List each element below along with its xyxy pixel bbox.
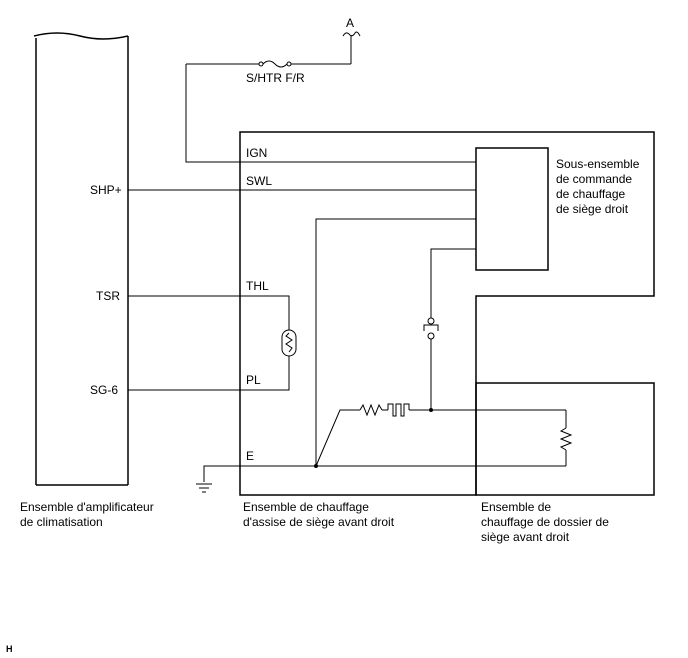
wire-pl: [128, 356, 290, 391]
wire-ign: [185, 64, 476, 163]
wire-controller-ground: [315, 218, 476, 466]
thermostat-switch: [423, 317, 439, 340]
terminal-tsr: TSR: [96, 289, 120, 303]
terminal-pl: PL: [246, 373, 261, 387]
terminal-swl: SWL: [246, 174, 272, 188]
amplifier-caption: Ensemble d'amplificateur de climatisatio…: [20, 500, 154, 530]
corner-code: H: [6, 644, 13, 654]
amplifier-unit: [33, 32, 129, 486]
caption-line: d'assise de siège avant droit: [243, 515, 395, 529]
caption-line: Ensemble d'amplificateur: [20, 500, 154, 514]
seat-cushion-assembly: [239, 131, 655, 496]
terminal-thl: THL: [246, 279, 269, 293]
back-caption: Ensemble de chauffage de dossier de sièg…: [481, 500, 609, 545]
terminal-e: E: [246, 449, 254, 463]
controller-name-line: de siège droit: [556, 202, 629, 216]
wire-e: [203, 465, 566, 482]
wire-controller-switch: [430, 248, 476, 318]
controller-name-line: de commande: [556, 172, 633, 186]
terminal-ign: IGN: [246, 146, 267, 160]
controller-name-line: Sous-ensemble: [556, 157, 640, 171]
connector-a-label: A: [346, 16, 354, 30]
seat-back-assembly: [475, 382, 655, 496]
ground-icon: [196, 483, 212, 493]
terminal-sg6: SG-6: [90, 383, 118, 397]
fuse-label: S/HTR F/R: [246, 71, 305, 85]
caption-line: Ensemble de chauffage: [243, 500, 369, 514]
cushion-heater-element: [315, 403, 566, 467]
cushion-caption: Ensemble de chauffage d'assise de siège …: [243, 500, 394, 530]
fuse-s-htr: [186, 60, 351, 68]
caption-line: de climatisation: [20, 515, 103, 529]
caption-line: chauffage de dossier de: [481, 515, 609, 529]
wire-thl: [128, 295, 290, 330]
thermistor-icon: [281, 329, 297, 357]
caption-line: Ensemble de: [481, 500, 552, 514]
controller-name: Sous-ensemble de commande de chauffage d…: [556, 157, 639, 217]
back-heater-element: [559, 410, 573, 466]
caption-line: siège avant droit: [481, 530, 570, 544]
connector-a: [342, 31, 361, 64]
controller-name-line: de chauffage: [556, 187, 626, 201]
heater-controller: [475, 147, 549, 271]
terminal-shp: SHP+: [90, 183, 122, 197]
